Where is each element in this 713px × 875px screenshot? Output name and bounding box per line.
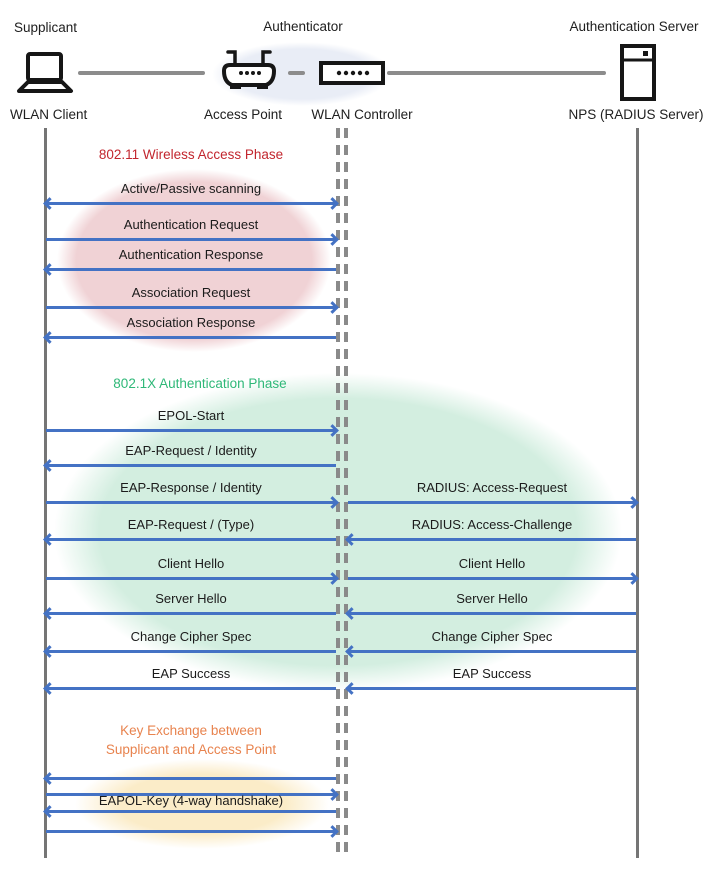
message-radius-access-request: RADIUS: Access-Request <box>348 480 639 509</box>
arrow-left <box>345 607 636 620</box>
message-eap-success-right: EAP Success <box>345 666 636 695</box>
arrow-left <box>43 645 336 658</box>
phase1-ellipse <box>57 169 331 352</box>
phase2-title: 802.1X Authentication Phase <box>113 376 287 391</box>
arrow-right <box>46 233 339 246</box>
message-client-hello-right: Client Hello <box>348 556 639 585</box>
message-eap-request-type: EAP-Request / (Type) <box>43 517 336 546</box>
label-nps-radius-server: NPS (RADIUS Server) <box>568 107 704 122</box>
message-association-response: Association Response <box>43 315 336 344</box>
phase3-title: Key Exchange between Supplicant and Acce… <box>46 721 336 759</box>
arrow-left <box>43 772 336 785</box>
lifeline-nps-server <box>636 128 639 858</box>
phase1-title: 802.11 Wireless Access Phase <box>98 147 284 162</box>
arrow-right <box>348 496 639 509</box>
link-client-ap <box>78 71 205 75</box>
arrow-left <box>43 459 336 472</box>
phase3-ellipse <box>75 759 329 849</box>
role-authentication-server: Authentication Server <box>569 19 699 34</box>
arrow-right <box>46 788 339 801</box>
message-epol-start: EPOL-Start <box>46 408 339 437</box>
arrow-left <box>345 645 636 658</box>
arrow-right <box>46 424 339 437</box>
arrow-right <box>46 572 339 585</box>
arrow-left <box>43 682 336 695</box>
label-wlan-controller: WLAN Controller <box>311 107 413 122</box>
link-ap-wlc <box>288 71 305 75</box>
wlan-controller-icon <box>319 61 385 85</box>
arrow-left <box>43 533 336 546</box>
message-change-cipher-spec-left: Change Cipher Spec <box>43 629 336 658</box>
arrow-left <box>43 331 336 344</box>
arrow-both <box>43 197 339 210</box>
arrow-left <box>43 805 336 818</box>
arrow-left <box>345 533 636 546</box>
label-wlan-client: WLAN Client <box>10 107 88 122</box>
laptop-icon <box>16 52 74 94</box>
message-eapol-key-4way-handshake: EAPOL-Key (4-way handshake) <box>43 793 336 818</box>
phase3-title-line1: Key Exchange between <box>120 723 262 738</box>
message-association-request: Association Request <box>46 285 339 314</box>
lifeline-wlan-controller-left <box>336 128 340 854</box>
arrow-left <box>43 607 336 620</box>
arrow-right <box>46 496 339 509</box>
link-wlc-server <box>387 71 606 75</box>
access-point-icon <box>217 44 281 92</box>
role-supplicant: Supplicant <box>14 20 78 35</box>
message-eap-success-left: EAP Success <box>43 666 336 695</box>
message-authentication-request: Authentication Request <box>46 217 339 246</box>
arrow-right <box>46 301 339 314</box>
message-eap-request-identity: EAP-Request / Identity <box>43 443 336 472</box>
phase3-title-line2: Supplicant and Access Point <box>105 742 277 757</box>
arrow-left <box>345 682 636 695</box>
message-authentication-response: Authentication Response <box>43 247 336 276</box>
lifeline-wlan-client <box>44 128 47 858</box>
message-radius-access-challenge: RADIUS: Access-Challenge <box>345 517 636 546</box>
server-icon <box>620 44 656 101</box>
message-client-hello-left: Client Hello <box>46 556 339 585</box>
lifeline-wlan-controller-right <box>344 128 348 854</box>
label-access-point: Access Point <box>203 107 283 122</box>
message-active-passive-scanning: Active/Passive scanning <box>43 181 339 210</box>
message-server-hello-right: Server Hello <box>345 591 636 620</box>
role-authenticator: Authenticator <box>263 19 343 34</box>
arrow-right <box>348 572 639 585</box>
message-eap-response-identity: EAP-Response / Identity <box>46 480 339 509</box>
arrow-right <box>46 825 339 838</box>
message-change-cipher-spec-right: Change Cipher Spec <box>345 629 636 658</box>
arrow-left <box>43 263 336 276</box>
message-server-hello-left: Server Hello <box>43 591 336 620</box>
